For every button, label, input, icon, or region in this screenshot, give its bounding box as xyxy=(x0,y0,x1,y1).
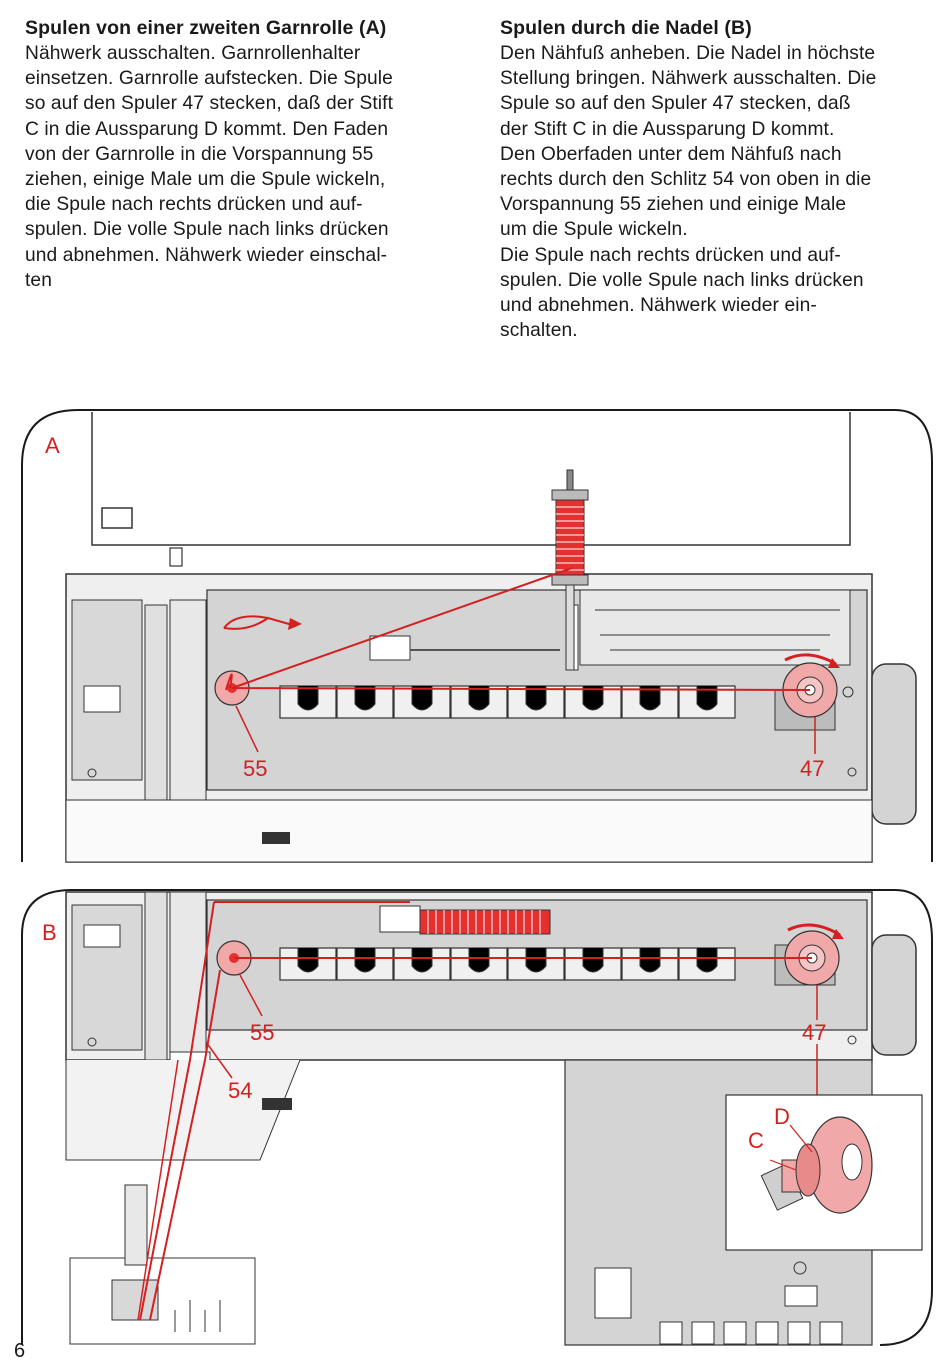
figure-a: A xyxy=(21,409,933,863)
figure-a-callout-55: 55 xyxy=(243,756,267,781)
figure-b-callout-47: 47 xyxy=(802,1020,826,1045)
heading-through-needle: Spulen durch die Nadel (B) xyxy=(500,17,752,39)
paragraph-second-spool: Nähwerk ausschalten. Garnrollenhalter ei… xyxy=(25,43,394,291)
figure-a-label: A xyxy=(45,433,60,458)
figure-b-label: B xyxy=(42,920,57,945)
right-column: Spulen durch die Nadel (B) Den Nähfuß an… xyxy=(500,16,930,343)
page-number: 6 xyxy=(14,1340,26,1362)
figure-b-callout-55: 55 xyxy=(250,1020,274,1045)
figure-b-callout-d: D xyxy=(774,1104,790,1129)
figure-b-callout-c: C xyxy=(748,1128,764,1153)
figure-b: B xyxy=(21,889,933,1346)
figure-b-callout-54: 54 xyxy=(228,1078,252,1103)
left-column: Spulen von einer zweiten Garnrolle (A) N… xyxy=(25,16,465,293)
figure-a-callout-47: 47 xyxy=(800,756,824,781)
heading-second-spool: Spulen von einer zweiten Garnrolle (A) xyxy=(25,17,387,39)
paragraph-through-needle: Den Nähfuß anheben. Die Nadel in höchste… xyxy=(500,43,877,342)
